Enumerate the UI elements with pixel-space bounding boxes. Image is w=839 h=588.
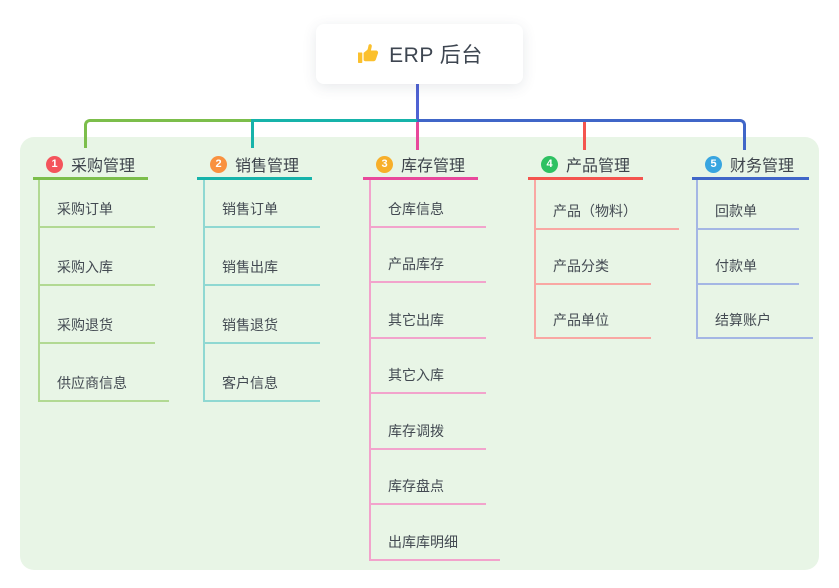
branch-node-3[interactable]: 3 库存管理 — [363, 151, 478, 180]
branch-node-4[interactable]: 4 产品管理 — [528, 151, 643, 180]
child-node[interactable]: 产品库存 — [369, 255, 486, 283]
branch-title: 采购管理 — [71, 158, 136, 175]
child-node[interactable]: 采购订单 — [38, 200, 155, 228]
child-node[interactable]: 仓库信息 — [369, 200, 486, 228]
branch-number-badge: 4 — [541, 155, 558, 173]
branch5-spine — [696, 180, 698, 339]
child-node[interactable]: 采购退货 — [38, 316, 155, 344]
branch2-spine — [203, 180, 205, 402]
child-node[interactable]: 销售退货 — [203, 316, 320, 344]
branch-title: 销售管理 — [235, 158, 300, 175]
content-panel — [20, 137, 819, 570]
connector-branch2 — [251, 119, 418, 148]
child-node[interactable]: 产品（物料） — [534, 202, 679, 230]
child-node[interactable]: 出库库明细 — [369, 533, 500, 561]
child-node[interactable]: 采购入库 — [38, 258, 155, 286]
branch-node-1[interactable]: 1 采购管理 — [33, 151, 148, 180]
connector-branch1 — [84, 119, 252, 148]
branch-node-2[interactable]: 2 销售管理 — [197, 151, 312, 180]
branch-node-5[interactable]: 5 财务管理 — [692, 151, 809, 180]
child-node[interactable]: 库存调拨 — [369, 422, 486, 450]
branch-title: 库存管理 — [401, 158, 466, 175]
child-node[interactable]: 其它入库 — [369, 366, 486, 394]
connector-root-stem — [416, 84, 419, 120]
child-node[interactable]: 客户信息 — [203, 374, 320, 402]
child-node[interactable]: 供应商信息 — [38, 374, 169, 402]
branch-title: 财务管理 — [730, 158, 795, 175]
child-node[interactable]: 回款单 — [696, 202, 799, 230]
branch-number-badge: 1 — [46, 155, 63, 173]
branch-number-badge: 3 — [376, 155, 393, 173]
thumbs-up-icon — [356, 42, 380, 66]
child-node[interactable]: 结算账户 — [696, 311, 813, 339]
branch4-spine — [534, 180, 536, 339]
child-node[interactable]: 库存盘点 — [369, 477, 486, 505]
branch1-spine — [38, 180, 40, 402]
child-node[interactable]: 销售订单 — [203, 200, 320, 228]
child-node[interactable]: 付款单 — [696, 257, 799, 285]
branch3-spine — [369, 180, 371, 561]
child-node[interactable]: 销售出库 — [203, 258, 320, 286]
branch-number-badge: 2 — [210, 155, 227, 173]
connector-branch4 — [583, 122, 586, 150]
branch-number-badge: 5 — [705, 155, 722, 173]
root-node[interactable]: ERP 后台 — [316, 24, 523, 84]
root-node-label: ERP 后台 — [389, 44, 483, 67]
connector-branch3 — [416, 122, 419, 150]
child-node[interactable]: 其它出库 — [369, 311, 486, 339]
child-node[interactable]: 产品单位 — [534, 311, 651, 339]
branch-title: 产品管理 — [566, 158, 631, 175]
connector-branch5 — [417, 119, 746, 150]
child-node[interactable]: 产品分类 — [534, 257, 651, 285]
